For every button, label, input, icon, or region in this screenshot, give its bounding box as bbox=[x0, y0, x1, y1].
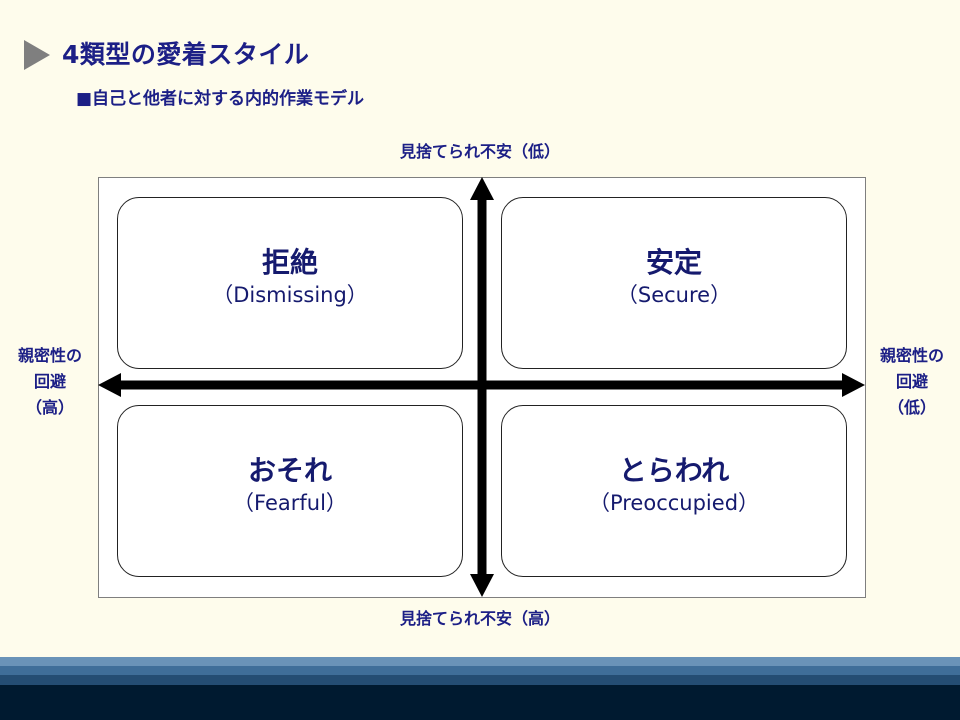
page-subtitle: ■自己と他者に対する内的作業モデル bbox=[76, 89, 365, 109]
quadrant-title: 安定 bbox=[645, 246, 702, 279]
axis-label-bottom: 見捨てられ不安（高） bbox=[399, 609, 560, 628]
quadrant-title: 拒絶 bbox=[261, 246, 318, 279]
footer-band-3 bbox=[0, 675, 960, 685]
axis-label-right-line3: （低） bbox=[887, 398, 936, 417]
axis-label-right: 親密性の 回避 （低） bbox=[864, 343, 960, 421]
title-triangle-icon bbox=[24, 40, 50, 70]
axis-label-right-line2: 回避 bbox=[895, 372, 928, 391]
quadrant-secure: 安定 （Secure） bbox=[501, 197, 847, 369]
quadrant-title: とらわれ bbox=[618, 454, 730, 487]
footer-band-1 bbox=[0, 657, 960, 666]
quadrant-dismissing: 拒絶 （Dismissing） bbox=[117, 197, 463, 369]
down-arrow-icon bbox=[470, 574, 494, 597]
axis-label-top: 見捨てられ不安（低） bbox=[399, 142, 560, 161]
axis-label-right-line1: 親密性の bbox=[879, 346, 944, 365]
quadrant-subtitle: （Preoccupied） bbox=[588, 491, 760, 515]
axis-label-left: 親密性の 回避 （高） bbox=[2, 343, 98, 421]
right-arrow-icon bbox=[842, 373, 865, 397]
quadrant-subtitle: （Secure） bbox=[616, 283, 732, 307]
quadrant-subtitle: （Fearful） bbox=[233, 491, 347, 515]
axis-label-left-line3: （高） bbox=[25, 398, 74, 417]
footer-band-2 bbox=[0, 666, 960, 675]
footer-band-4 bbox=[0, 685, 960, 720]
quadrant-subtitle: （Dismissing） bbox=[212, 283, 368, 307]
quadrant-preoccupied: とらわれ （Preoccupied） bbox=[501, 405, 847, 577]
left-arrow-icon bbox=[98, 373, 121, 397]
up-arrow-icon bbox=[470, 177, 494, 200]
axis-label-left-line2: 回避 bbox=[33, 372, 66, 391]
page-title: 4類型の愛着スタイル bbox=[62, 40, 310, 69]
axis-label-left-line1: 親密性の bbox=[17, 346, 82, 365]
quadrant-fearful: おそれ （Fearful） bbox=[117, 405, 463, 577]
quadrant-title: おそれ bbox=[247, 454, 332, 487]
